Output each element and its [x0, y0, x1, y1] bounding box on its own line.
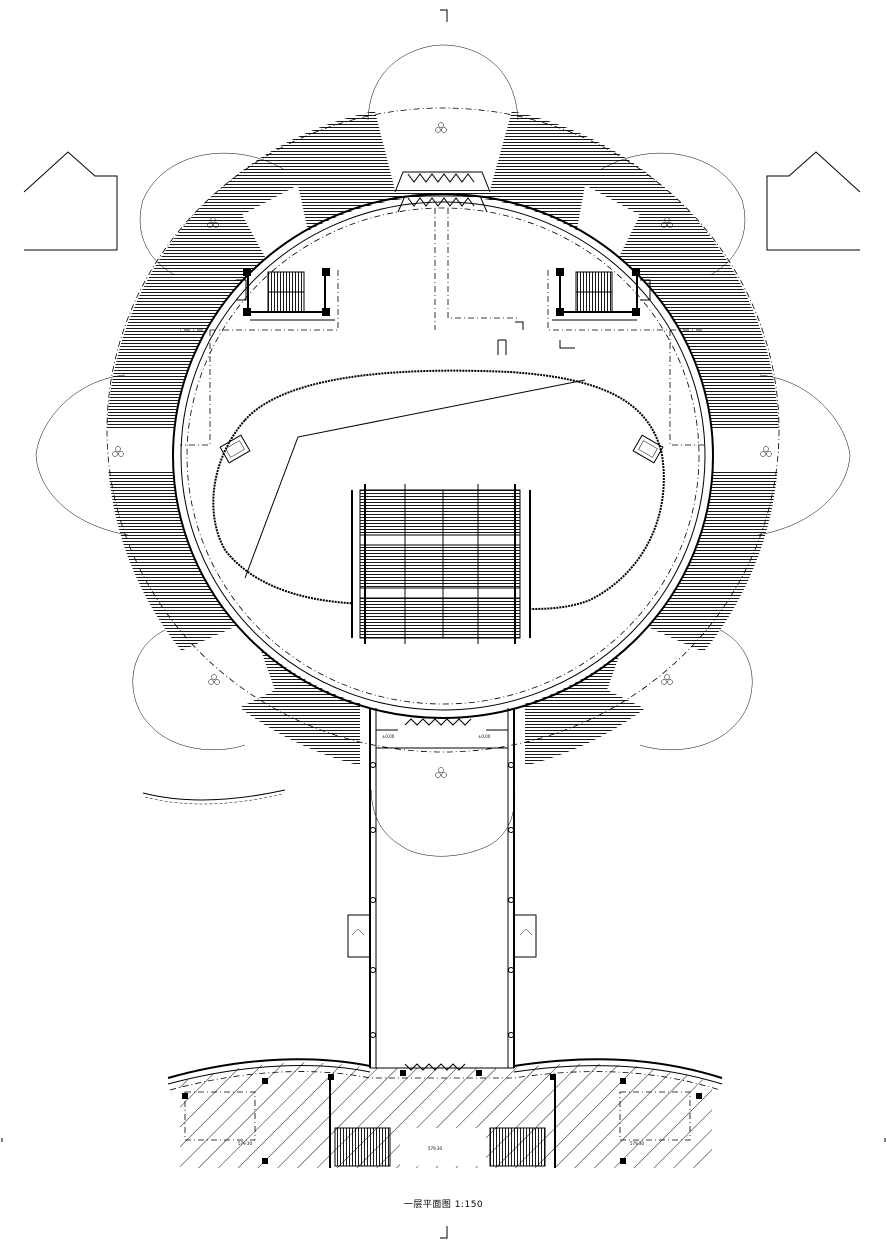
landscape-arc	[142, 789, 286, 801]
top-gate	[394, 171, 491, 213]
bottom-building	[167, 1058, 723, 1168]
display-box-right	[632, 434, 664, 464]
left-pavilion-outline	[23, 151, 118, 251]
grand-stair	[351, 484, 531, 644]
right-pavilion-outline	[766, 151, 861, 251]
registration-mark-bottom	[440, 1226, 448, 1239]
drawing-caption: 一层平面图 1:150	[403, 1200, 484, 1210]
stair-room-left	[236, 268, 335, 321]
ring-outer-edge	[106, 107, 780, 753]
central-court-outline	[212, 369, 665, 610]
room-label-left: 579.30	[238, 1141, 252, 1146]
elevation-label-2: ±0.00	[478, 734, 491, 739]
entry-bridge	[347, 708, 537, 1068]
landscape-arc-inner	[144, 793, 284, 805]
ring-inner-dashed	[186, 207, 700, 705]
elevation-label-1: ±0.00	[382, 734, 395, 739]
bridge-columns	[370, 762, 514, 1038]
ring-openings	[105, 100, 780, 790]
ring-inner-edge	[172, 193, 714, 719]
room-label-right: 579.30	[630, 1141, 644, 1146]
registration-mark-top	[440, 9, 448, 22]
ring-inner-edge-2	[180, 201, 706, 711]
plan-labels: ±0.00 ±0.00 579.30 579.30 579.30	[238, 734, 644, 1151]
interior-dashed-walls	[180, 208, 705, 446]
stair-room-right	[552, 268, 651, 321]
tree-symbols	[112, 122, 772, 778]
lobby-label: 579.30	[428, 1146, 442, 1151]
display-box-left	[219, 434, 251, 464]
court-diagonal-line	[244, 379, 586, 579]
